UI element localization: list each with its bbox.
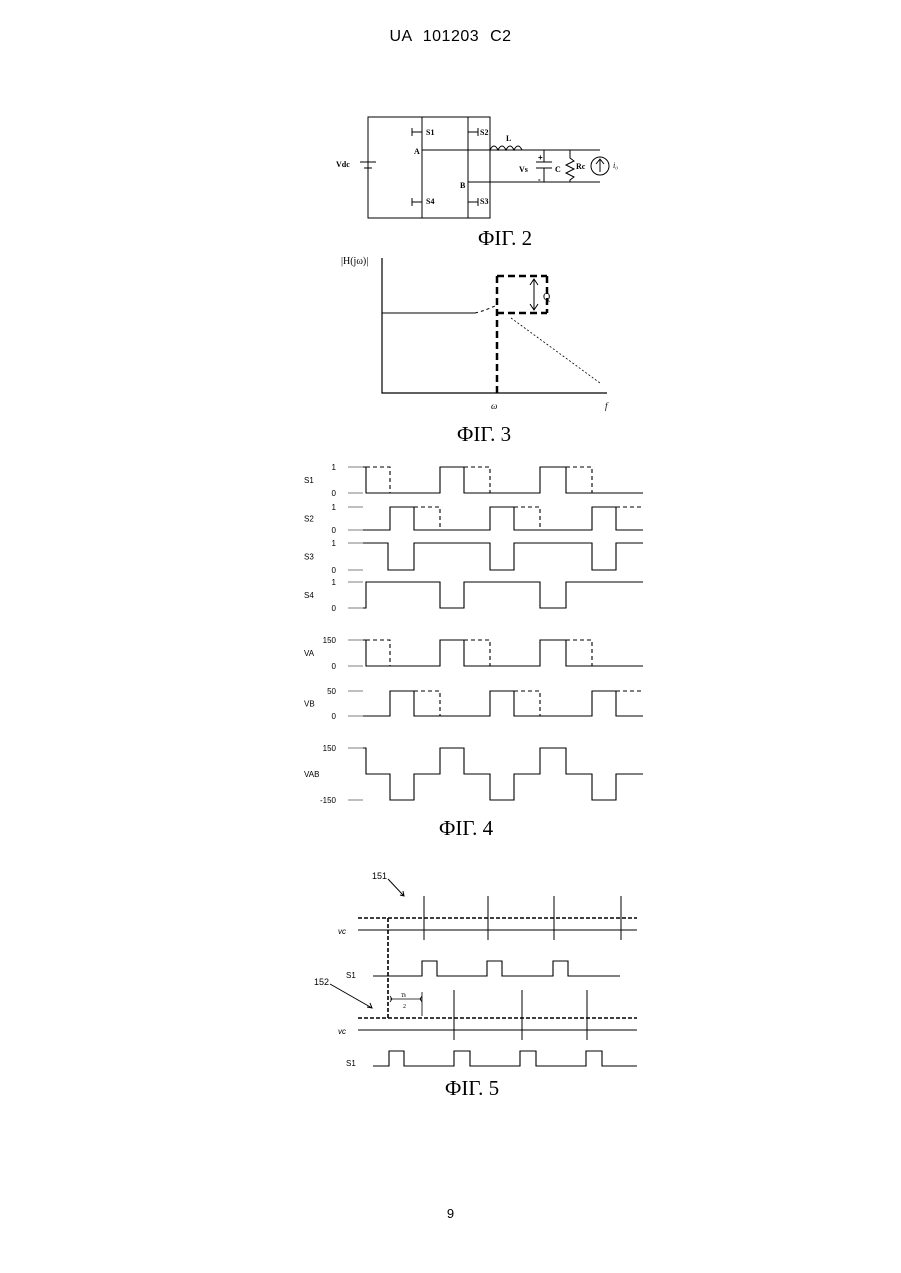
- fig4-signal-name-s3: S3: [304, 553, 314, 562]
- fig3-label-f: f: [605, 401, 609, 411]
- fig4-level-hi-vb: 50: [327, 687, 336, 696]
- fig4-signal-name-s2: S2: [304, 515, 314, 524]
- fig4-ticks-va: [348, 640, 363, 666]
- fig4-signal-name-s4: S4: [304, 591, 314, 600]
- fig4-wave-s4: [363, 582, 643, 608]
- fig3-label-q: Q: [543, 292, 551, 303]
- fig4-level-lo-vb: 0: [332, 712, 337, 721]
- fig4-caption: ФІГ. 4: [366, 816, 566, 841]
- fig4-level-lo-s4: 0: [332, 604, 337, 613]
- fig2-label-s3: S3: [480, 197, 488, 206]
- fig4-switching-waveforms: 10S110S210S310S41500VA500VB150-150VAB: [300, 460, 650, 812]
- fig5-label-ts: Ts: [401, 993, 407, 999]
- fig4-wave-s1-dashed: [366, 467, 592, 493]
- fig4-signal-name-vab: VAB: [304, 770, 319, 779]
- fig3-caption: ФІГ. 3: [384, 422, 584, 447]
- fig3-label-omega: ω: [491, 401, 497, 411]
- fig5-label-151: 151: [372, 871, 387, 881]
- page-number: 9: [0, 1206, 901, 1221]
- fig4-wave-s1: [363, 467, 643, 493]
- fig4-ticks-s1: [348, 467, 363, 493]
- fig4-wave-va: [363, 640, 643, 666]
- fig4-level-hi-s1: 1: [332, 463, 337, 472]
- fig5-label-vc-top: vc: [338, 927, 346, 936]
- fig5-label-vc-bottom: vc: [338, 1027, 346, 1036]
- fig5-timing-diagram: 151 152 vc vc S1 S1 Ts 2: [300, 868, 650, 1073]
- fig4-ticks-s4: [348, 582, 363, 608]
- fig4-ticks-vab: [348, 748, 363, 800]
- fig2-label-vs: Vs: [519, 165, 528, 174]
- fig5-label-152: 152: [314, 977, 329, 987]
- fig2-circuit-diagram: Vdc S1 S2 S3 S4 A B L Vs + - C Rc i₀: [330, 110, 650, 225]
- fig3-frequency-diagram: |H(jω)| Q ω f: [335, 250, 625, 420]
- fig2-caption: ФІГ. 2: [405, 226, 605, 251]
- fig2-label-rc: Rc: [576, 162, 586, 171]
- fig4-wave-s2: [363, 507, 643, 530]
- fig4-level-lo-va: 0: [332, 662, 337, 671]
- fig3-ylabel: |H(jω)|: [341, 256, 368, 267]
- fig4-level-lo-vab: -150: [320, 796, 337, 805]
- patent-header: UA 101203 C2: [0, 28, 901, 46]
- fig4-signal-name-s1: S1: [304, 476, 314, 485]
- fig4-ticks-vb: [348, 691, 363, 716]
- fig2-label-s1: S1: [426, 128, 434, 137]
- fig4-level-hi-s2: 1: [332, 503, 337, 512]
- fig2-label-a: A: [414, 147, 420, 156]
- fig5-caption: ФІГ. 5: [372, 1076, 572, 1101]
- fig4-level-lo-s3: 0: [332, 566, 337, 575]
- fig4-wave-s3: [363, 543, 643, 570]
- fig4-level-hi-s4: 1: [332, 578, 337, 587]
- fig5-label-s1-top: S1: [346, 971, 356, 980]
- fig4-signal-name-vb: VB: [304, 700, 315, 709]
- fig4-level-hi-va: 150: [323, 636, 337, 645]
- fig2-label-c: C: [555, 165, 561, 174]
- fig2-label-vdc: Vdc: [336, 160, 350, 169]
- fig2-label-l: L: [506, 134, 511, 143]
- fig2-label-s2: S2: [480, 128, 488, 137]
- fig4-level-hi-vab: 150: [323, 744, 337, 753]
- fig4-wave-vb: [363, 691, 643, 716]
- fig4-ticks-s2: [348, 507, 363, 530]
- fig4-wave-va-dashed: [366, 640, 592, 666]
- fig4-wave-vab: [363, 748, 643, 800]
- fig4-wave-vb-dashed: [414, 691, 643, 716]
- fig5-label-s1-bottom: S1: [346, 1059, 356, 1068]
- fig4-signal-name-va: VA: [304, 649, 315, 658]
- fig5-label-ts-den: 2: [403, 1004, 406, 1010]
- fig4-level-lo-s2: 0: [332, 526, 337, 535]
- fig2-label-io: i₀: [613, 161, 618, 170]
- fig2-label-minus: -: [538, 175, 541, 184]
- fig2-label-s4: S4: [426, 197, 434, 206]
- fig4-level-hi-s3: 1: [332, 539, 337, 548]
- fig4-ticks-s3: [348, 543, 363, 570]
- fig4-level-lo-s1: 0: [332, 489, 337, 498]
- fig4-wave-s2-dashed: [414, 507, 643, 530]
- fig2-label-b: B: [460, 181, 466, 190]
- fig2-label-plus: +: [538, 153, 543, 162]
